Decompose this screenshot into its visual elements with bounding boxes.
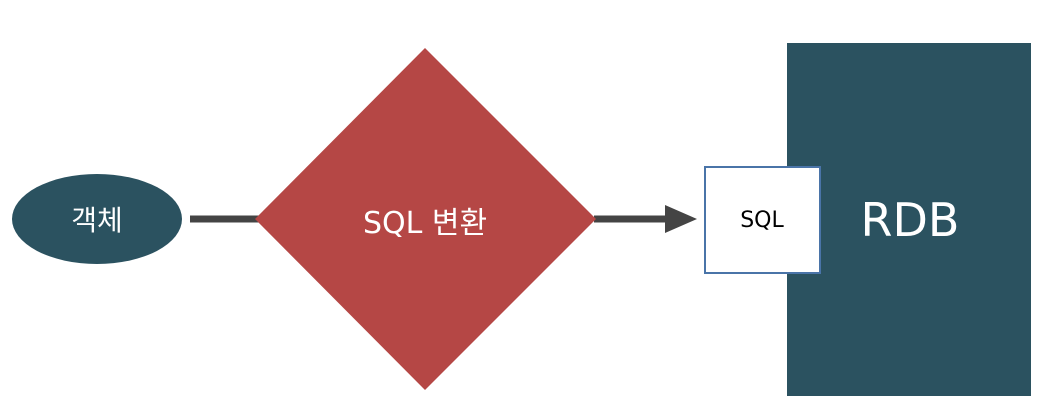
rdb-label: RDB xyxy=(860,193,960,247)
object-node xyxy=(12,174,182,264)
sql-box-label: SQL xyxy=(740,207,784,233)
sql-transform-label: SQL 변환 xyxy=(362,206,488,241)
sql-transform-node xyxy=(255,48,596,390)
sql-box xyxy=(704,166,821,274)
arrowhead xyxy=(665,205,697,233)
rdb-block xyxy=(787,43,1031,396)
object-label: 객체 xyxy=(71,204,123,237)
